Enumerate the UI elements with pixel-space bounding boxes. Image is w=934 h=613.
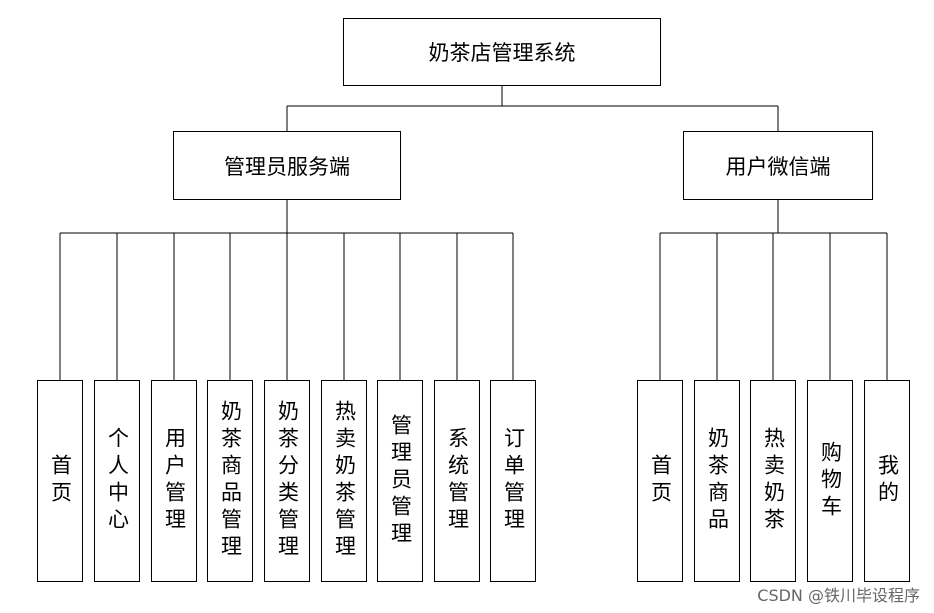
admin-node-label: 管理员服务端 (224, 154, 350, 179)
user-item-cart: 购物车 (807, 380, 853, 582)
admin-item-home: 首页 (37, 380, 83, 582)
user-item-home: 首页 (637, 380, 683, 582)
user-item-milk-tea-products: 奶茶商品 (694, 380, 740, 582)
admin-item-label: 订单管理 (501, 427, 526, 535)
admin-item-system-management: 系统管理 (434, 380, 480, 582)
user-item-label: 首页 (648, 454, 673, 508)
user-item-mine: 我的 (864, 380, 910, 582)
admin-item-hot-tea-management: 热卖奶茶管理 (321, 380, 367, 582)
admin-item-label: 用户管理 (162, 427, 187, 535)
user-node: 用户微信端 (683, 131, 873, 200)
user-item-hot-milk-tea: 热卖奶茶 (750, 380, 796, 582)
admin-item-label: 管理员管理 (388, 413, 413, 549)
admin-item-product-management: 奶茶商品管理 (207, 380, 253, 582)
admin-item-label: 奶茶分类管理 (275, 400, 300, 562)
admin-item-label: 个人中心 (105, 427, 130, 535)
admin-item-label: 首页 (48, 454, 73, 508)
user-node-label: 用户微信端 (725, 154, 831, 179)
admin-item-label: 热卖奶茶管理 (332, 400, 357, 562)
user-item-label: 热卖奶茶 (761, 427, 786, 535)
admin-item-user-management: 用户管理 (151, 380, 197, 582)
admin-item-label: 系统管理 (445, 427, 470, 535)
user-item-label: 购物车 (818, 440, 843, 522)
root-node: 奶茶店管理系统 (343, 18, 661, 86)
watermark: CSDN @铁川毕设程序 (757, 586, 920, 605)
admin-item-personal-center: 个人中心 (94, 380, 140, 582)
admin-item-label: 奶茶商品管理 (218, 400, 243, 562)
admin-item-order-management: 订单管理 (490, 380, 536, 582)
admin-item-admin-management: 管理员管理 (377, 380, 423, 582)
admin-node: 管理员服务端 (173, 131, 401, 200)
user-item-label: 奶茶商品 (705, 427, 730, 535)
admin-item-category-management: 奶茶分类管理 (264, 380, 310, 582)
root-node-label: 奶茶店管理系统 (428, 41, 576, 65)
user-item-label: 我的 (875, 454, 900, 508)
